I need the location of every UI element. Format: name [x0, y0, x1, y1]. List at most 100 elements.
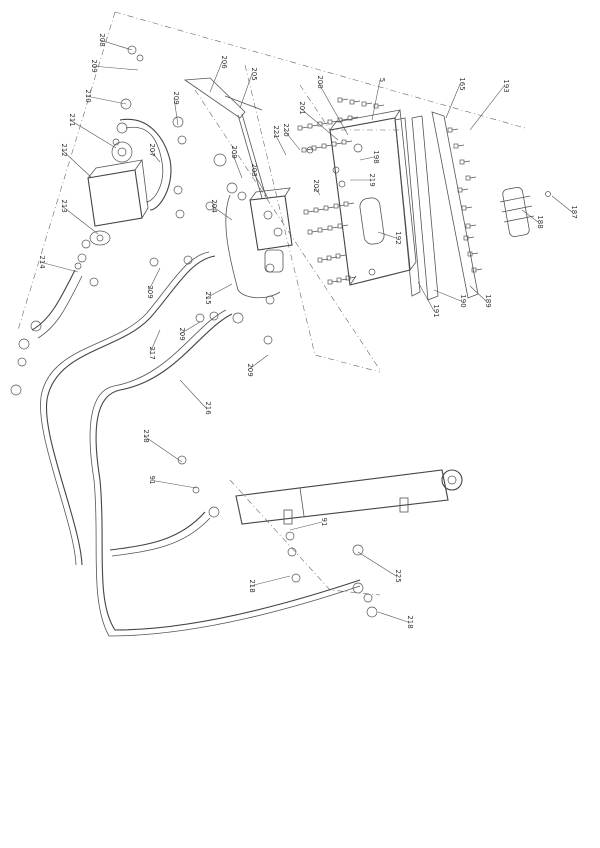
leader-209e	[179, 321, 201, 335]
leader-190	[433, 289, 462, 302]
fitting-23	[195, 313, 205, 323]
part-label-219: 219	[368, 173, 376, 186]
bolt-7-2	[465, 223, 477, 229]
bolt-0-1	[307, 123, 319, 129]
fitting-12	[205, 201, 215, 211]
fitting-30	[192, 486, 200, 494]
bolt-2-0	[303, 209, 315, 215]
tank-bolt-fields	[297, 97, 483, 285]
part-label-218a: 218	[142, 429, 150, 442]
bolt-8-2	[471, 267, 483, 273]
bolt-4-1	[326, 255, 338, 261]
part-label-217: 217	[148, 346, 156, 359]
bolt-4-2	[335, 253, 347, 259]
bolt-6-3	[465, 175, 477, 181]
bolt-5-2	[345, 275, 357, 281]
leader-91b	[289, 521, 323, 531]
part-label-206: 206	[220, 55, 228, 69]
fitting-5	[172, 116, 184, 128]
leader-192	[377, 231, 397, 239]
part-label-200: 200	[316, 75, 324, 88]
leader-218b	[249, 575, 291, 587]
bolt-2-1	[313, 207, 325, 213]
bolt-2-2	[323, 205, 335, 211]
leader-209d	[147, 267, 161, 293]
part-label-213: 213	[60, 199, 68, 212]
leader-204	[211, 205, 233, 221]
fitting-9	[213, 153, 227, 167]
fitting-40	[332, 166, 340, 174]
part-label-209d: 209	[146, 285, 154, 298]
leader-211	[69, 119, 117, 149]
leader-5	[371, 79, 381, 121]
fitting-31	[208, 506, 220, 518]
leader-208	[99, 39, 133, 51]
part-label-221: 221	[272, 125, 280, 138]
leader-209a	[91, 65, 139, 71]
leader-201	[299, 107, 339, 141]
fitting-36	[352, 582, 364, 594]
fitting-16	[89, 277, 99, 287]
fitting-35	[291, 573, 301, 583]
fitting-27	[265, 295, 275, 305]
fitting-24	[209, 311, 219, 321]
leader-214	[39, 261, 79, 273]
fitting-28	[263, 335, 273, 345]
hydraulic-cylinder	[235, 469, 463, 525]
bolt-0-4	[337, 117, 349, 123]
part-label-91b: 91	[320, 518, 328, 527]
part-label-201: 201	[298, 101, 306, 114]
leader-216	[179, 379, 207, 409]
leader-218a	[143, 435, 183, 463]
bolt-0-3	[327, 119, 339, 125]
bolt-5-0	[327, 279, 339, 285]
part-label-202: 202	[312, 179, 320, 192]
part-label-205: 205	[250, 67, 258, 80]
fitting-8	[175, 209, 185, 219]
leader-165	[445, 83, 461, 119]
leader-209b	[173, 97, 179, 126]
part-label-218c: 218	[406, 615, 414, 628]
part-label-209a: 209	[90, 59, 98, 72]
leader-213	[61, 205, 99, 235]
fitting-26	[265, 263, 275, 273]
part-label-209b: 209	[172, 91, 180, 104]
fitting-34	[352, 544, 364, 556]
fitting-25	[232, 312, 244, 324]
callout-leaders	[39, 39, 573, 623]
fitting-21	[149, 257, 159, 267]
bolt-1-1	[311, 145, 323, 151]
fitting-4	[112, 138, 120, 146]
leader-210	[85, 95, 127, 105]
fitting-33	[287, 547, 297, 557]
fitting-38	[366, 606, 378, 618]
leader-188	[521, 209, 539, 223]
bolt-7-1	[461, 205, 473, 211]
leader-220	[283, 129, 301, 151]
fitting-32	[285, 531, 295, 541]
part-label-188: 188	[536, 215, 544, 228]
part-label-187: 187	[570, 205, 578, 218]
bolt-8-1	[467, 251, 479, 257]
part-label-214: 214	[38, 255, 46, 269]
fitting-10	[226, 182, 238, 194]
bolt-9-2	[361, 101, 373, 107]
part-label-165: 165	[458, 77, 466, 90]
bolt-3-1	[317, 227, 329, 233]
leader-209f	[247, 354, 269, 371]
part-label-208: 208	[98, 33, 106, 46]
part-label-191: 191	[432, 304, 440, 317]
bolt-6-2	[459, 159, 471, 165]
fitting-19	[17, 357, 27, 367]
bolt-1-4	[341, 139, 353, 145]
fitting-39	[306, 146, 314, 154]
part-label-193: 193	[502, 79, 510, 92]
tank-gasket-plates	[394, 111, 479, 301]
part-label-192: 192	[394, 231, 402, 244]
leader-91a	[149, 479, 197, 489]
leader-187	[551, 195, 573, 213]
fitting-14	[77, 253, 87, 263]
bolt-8-0	[463, 235, 475, 241]
